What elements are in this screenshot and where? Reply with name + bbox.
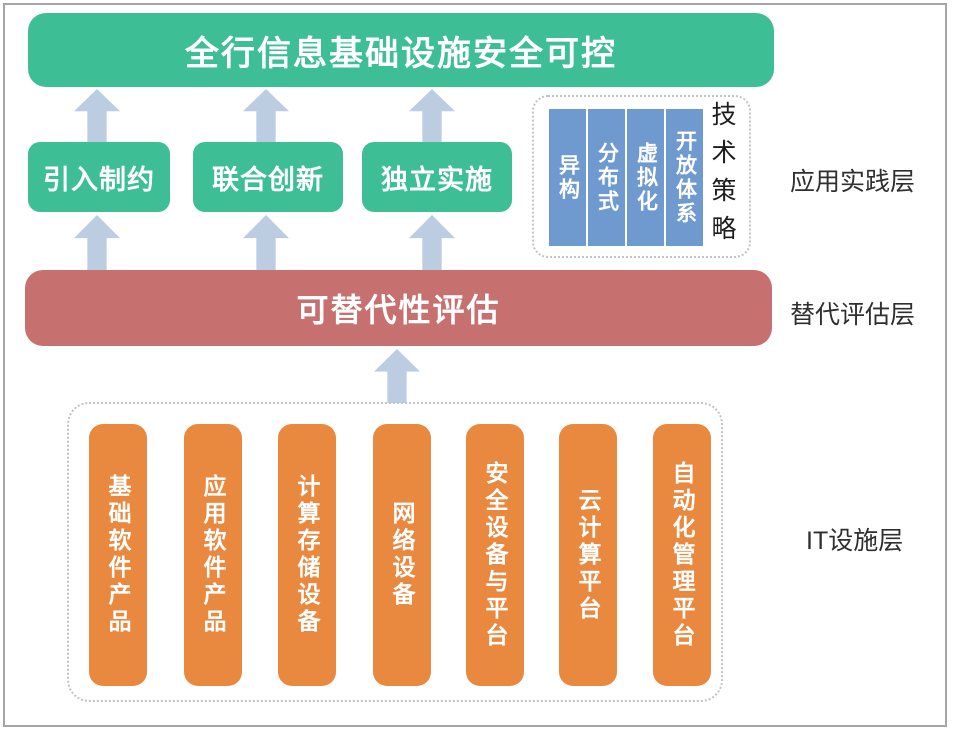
tech-strategy-column-label: 异构 — [556, 153, 580, 202]
infrastructure-pill-label: 网络设备 — [389, 501, 415, 609]
infrastructure-pill: 基础软件产品 — [89, 424, 147, 686]
infrastructure-pill: 安全设备与平台 — [466, 424, 524, 686]
tech-strategy-panel: 异构 分布式 虚拟化 开放体系 技术策略 — [532, 95, 751, 258]
infrastructure-pill: 网络设备 — [373, 424, 431, 686]
layer-label-it: IT设施层 — [806, 527, 904, 555]
infrastructure-pill: 自动化管理平台 — [653, 424, 711, 686]
tech-strategy-title: 技术策略 — [703, 97, 741, 256]
practice-box-label: 联合创新 — [212, 164, 324, 195]
infrastructure-pill: 应用软件产品 — [184, 424, 242, 686]
layer-label-evaluation: 替代评估层 — [790, 301, 916, 329]
practice-box-constraint: 引入制约 — [28, 142, 170, 212]
practice-box-joint-innovation: 联合创新 — [193, 142, 343, 212]
evaluation-banner: 可替代性评估 — [25, 270, 772, 346]
tech-strategy-columns: 异构 分布式 虚拟化 开放体系 — [549, 109, 703, 246]
layer-label-practice: 应用实践层 — [790, 168, 916, 196]
goal-banner: 全行信息基础设施安全可控 — [28, 13, 774, 87]
infrastructure-pill-label: 计算存储设备 — [294, 474, 320, 636]
evaluation-banner-label: 可替代性评估 — [296, 292, 501, 328]
tech-strategy-column-label: 分布式 — [595, 141, 619, 214]
tech-strategy-column-label: 开放体系 — [673, 129, 697, 226]
tech-strategy-column: 分布式 — [588, 109, 625, 246]
tech-strategy-column-label: 虚拟化 — [634, 141, 658, 214]
practice-box-label: 独立实施 — [381, 164, 493, 195]
infrastructure-pill-label: 安全设备与平台 — [482, 460, 508, 650]
infrastructure-pill-label: 自动化管理平台 — [669, 460, 695, 650]
infrastructure-pill: 计算存储设备 — [278, 424, 336, 686]
practice-box-independent: 独立实施 — [362, 142, 512, 212]
infrastructure-panel: 基础软件产品 应用软件产品 计算存储设备 网络设备 安全设备与平台 云计算平台 … — [67, 402, 723, 702]
tech-strategy-column: 虚拟化 — [627, 109, 664, 246]
infrastructure-pill-label: 云计算平台 — [575, 487, 601, 623]
infrastructure-pill-label: 应用软件产品 — [200, 474, 226, 636]
goal-banner-label: 全行信息基础设施安全可控 — [185, 34, 617, 73]
practice-box-label: 引入制约 — [43, 164, 155, 195]
infrastructure-pill: 云计算平台 — [559, 424, 617, 686]
tech-strategy-column: 开放体系 — [666, 109, 703, 246]
tech-strategy-column: 异构 — [549, 109, 586, 246]
infrastructure-pill-label: 基础软件产品 — [105, 474, 131, 636]
tech-strategy-title-label: 技术策略 — [708, 100, 736, 253]
